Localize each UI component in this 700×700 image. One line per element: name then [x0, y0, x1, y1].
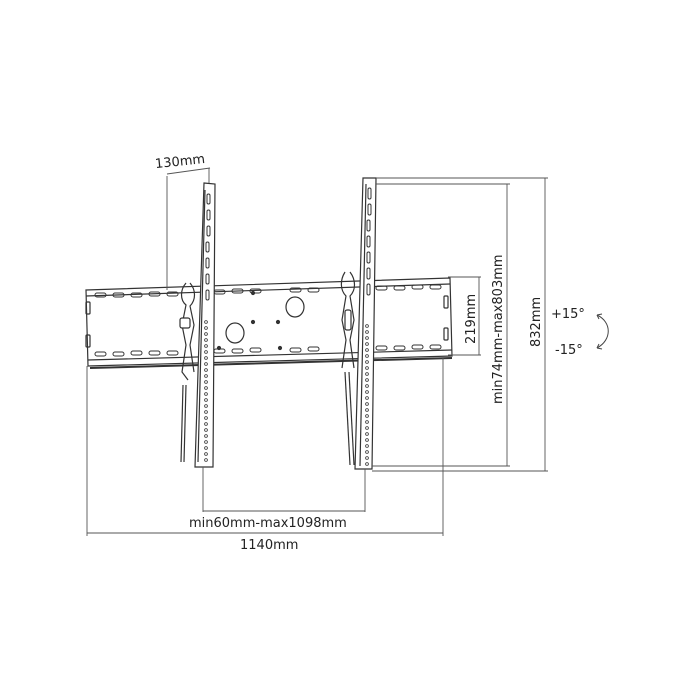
tilt-rotation-arrow-icon — [596, 313, 609, 350]
vertical-range-label: min74mm-max803mm — [491, 254, 506, 404]
wall-plate — [85, 277, 453, 369]
plate-height-label: 219mm — [464, 294, 479, 344]
tilt-plus-label: +15° — [551, 307, 585, 322]
left-vertical-rail — [179, 182, 216, 468]
depth-label: 130mm — [154, 152, 205, 172]
tilt-minus-label: -15° — [555, 343, 583, 358]
total-width-label: 1140mm — [240, 538, 298, 553]
right-vertical-rail — [340, 177, 377, 470]
total-height-label: 832mm — [529, 297, 544, 347]
rail-spacing-label: min60mm-max1098mm — [189, 516, 347, 531]
dimension-lines — [86, 167, 548, 536]
